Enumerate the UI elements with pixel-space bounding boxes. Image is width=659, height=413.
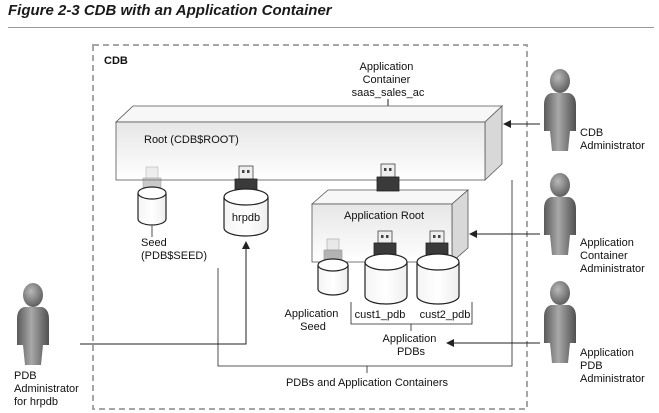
app-pdb-administrator-person-icon: [544, 281, 576, 363]
hrpdb-cylinder: [223, 188, 269, 237]
app-seed-label: Application Seed: [285, 308, 342, 333]
cust2-label: cust2_pdb: [420, 309, 471, 321]
pdb-admin-arrow: [80, 241, 250, 345]
cdb-administrator-person-icon: [544, 69, 576, 151]
cust2-cylinder: [416, 253, 460, 305]
pdbs-and-containers-label: PDBs and Application Containers: [286, 377, 449, 389]
title-rule: [8, 27, 654, 28]
plug-application-root: [376, 163, 400, 192]
app-seed-cylinder: [317, 258, 349, 296]
root-label: Root (CDB$ROOT): [144, 134, 239, 146]
plug-cust2: [425, 230, 449, 257]
cdb-administrator-label: CDB Administrator: [580, 127, 645, 152]
seed-cylinder: [137, 186, 167, 226]
app-container-administrator-label: Application Container Administrator: [580, 237, 645, 275]
app-pdb-administrator-label: Application PDB Administrator: [580, 347, 645, 385]
plug-seed: [142, 166, 162, 190]
hrpdb-label: hrpdb: [232, 212, 260, 224]
seed-label: Seed (PDB$SEED): [141, 237, 207, 262]
pdbs-and-containers-bracket: [217, 180, 513, 367]
plug-app-seed: [323, 238, 343, 262]
cdb-border: [92, 44, 528, 410]
cust1-label: cust1_pdb: [355, 309, 406, 321]
pdb-administrator-label: PDB Administrator for hrpdb: [14, 370, 82, 408]
app-container-label: Application Container saas_sales_ac: [352, 61, 425, 99]
app-pdbs-label: Application PDBs: [383, 333, 440, 358]
app-pdbs-bracket: [350, 302, 473, 325]
cust1-cylinder: [364, 253, 408, 305]
pdb-administrator-person-icon: [17, 283, 49, 365]
root-box: [114, 105, 504, 181]
cdb-label: CDB: [104, 55, 128, 67]
app-container-administrator-person-icon: [544, 173, 576, 255]
application-root-label: Application Root: [344, 210, 424, 222]
figure-title: Figure 2-3 CDB with an Application Conta…: [8, 2, 332, 19]
